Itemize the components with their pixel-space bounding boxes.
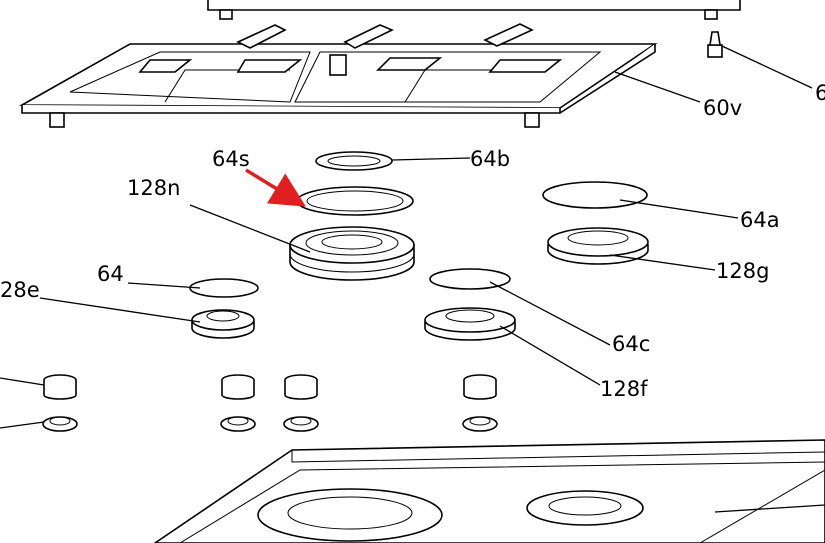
label-128f: 128f (600, 377, 648, 401)
label-64c: 64c (612, 332, 650, 356)
label-128n: 128n (127, 176, 180, 200)
burner-right (547, 227, 649, 265)
cap-large-right (542, 181, 648, 209)
label-64: 64 (97, 262, 124, 286)
label-6: 6 (815, 81, 825, 105)
label-28e: 28e (0, 278, 40, 302)
hob-body (153, 439, 825, 543)
knob-2 (220, 374, 256, 432)
burner-center (424, 307, 516, 341)
label-64a: 64a (740, 208, 780, 232)
leader-lines (0, 45, 825, 513)
label-128g: 128g (716, 259, 769, 283)
cap-small-left (189, 278, 259, 298)
burner-left (191, 309, 255, 339)
knob-3 (283, 374, 319, 432)
large-burner (289, 226, 415, 281)
large-ring (296, 186, 414, 216)
control-knobs (42, 374, 498, 432)
label-60v: 60v (703, 96, 742, 120)
pan-support-grid (18, 23, 658, 128)
label-64b: 64b (470, 147, 510, 171)
small-ring (315, 151, 393, 171)
top-panel-partial (207, 0, 741, 20)
knob-4 (462, 374, 498, 432)
knob-1 (42, 374, 78, 432)
label-64s: 64s (212, 147, 250, 171)
highlight-arrow (245, 168, 306, 207)
screw-part (707, 31, 723, 58)
cap-center (429, 268, 511, 290)
